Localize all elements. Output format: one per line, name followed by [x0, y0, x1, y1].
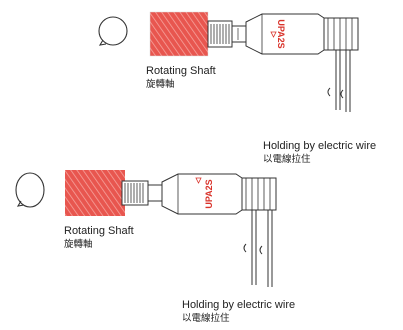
sensor-label: UPA2S	[204, 179, 214, 208]
shaft-coupling	[121, 180, 149, 206]
diagram-top: UPA2S	[98, 11, 359, 112]
electric-wires	[243, 210, 273, 287]
rotating-shaft	[150, 12, 208, 56]
sensor-label: UPA2S	[276, 19, 286, 48]
rotating-shaft	[65, 170, 125, 216]
holding-label-cn: 以電線拉住	[263, 154, 311, 165]
sensor-coil	[241, 177, 277, 211]
diagram-bottom: UPA2S	[15, 170, 277, 287]
shaft-label-cn: 旋轉軸	[64, 239, 93, 250]
rotation-arrow-icon	[98, 16, 128, 46]
shaft-label-en: Rotating Shaft	[146, 65, 216, 77]
sensor-triangle-icon	[270, 31, 277, 38]
holding-label-cn: 以電線拉住	[182, 313, 230, 324]
shaft-label: Rotating Shaft 旋轉軸	[64, 222, 134, 250]
holding-label: Holding by electric wire 以電線拉住	[182, 296, 295, 324]
shaft-label-en: Rotating Shaft	[64, 225, 134, 237]
sensor-coil	[323, 17, 359, 51]
rotation-arrow-icon	[15, 172, 45, 208]
sensor-label-group: UPA2S	[204, 179, 214, 208]
holding-label-en: Holding by electric wire	[263, 140, 377, 152]
coupling-ribs	[210, 24, 230, 44]
holding-label: Holding by electric wire 以電線拉住	[263, 137, 376, 165]
sensor-label-group: UPA2S	[276, 19, 286, 48]
sensor-triangle-icon	[195, 177, 202, 184]
coupling-ribs	[124, 183, 144, 203]
shaft-label: Rotating Shaft 旋轉軸	[146, 62, 216, 90]
holding-label-en: Holding by electric wire	[182, 299, 296, 311]
electric-wires	[327, 50, 351, 112]
shaft-label-cn: 旋轉軸	[146, 79, 175, 90]
sensor-body	[161, 173, 243, 215]
